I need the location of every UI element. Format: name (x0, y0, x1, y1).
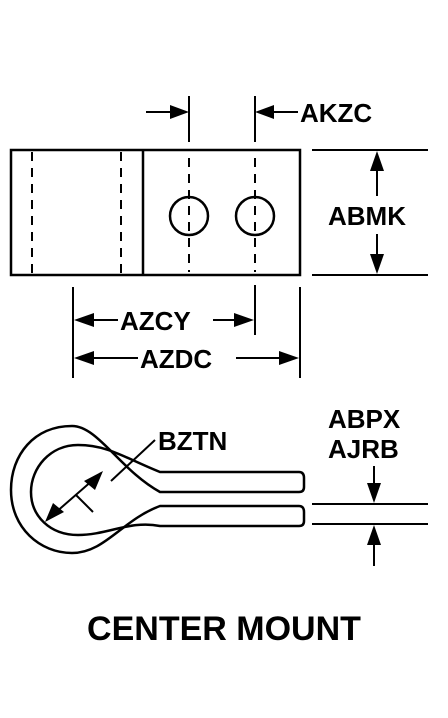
strap-outer-loop (9, 424, 299, 555)
strap-end-lower (298, 504, 306, 528)
ajrb-label: AJRB (328, 434, 399, 464)
bztn-offset-line (75, 494, 94, 513)
thickness-arrowhead-bottom (367, 525, 381, 545)
strap-end-upper (298, 470, 306, 494)
bztn-arrowhead-upper (84, 471, 103, 490)
akzc-arrowhead-right (255, 105, 274, 119)
azdc-arrowhead-left (74, 351, 94, 365)
strap-inner-loop (29, 443, 299, 537)
abpx-label: ABPX (328, 404, 401, 434)
abmk-arrowhead-top (370, 151, 384, 171)
abmk-label: ABMK (328, 201, 406, 231)
azdc-arrowhead-right (279, 351, 299, 365)
clamp-body-outline (9, 148, 302, 277)
thickness-arrowhead-top (367, 483, 381, 503)
drawing-caption: CENTER MOUNT (87, 610, 361, 648)
azcy-label: AZCY (120, 306, 191, 336)
azdc-label: AZDC (140, 344, 212, 374)
top-view: AKZC ABMK AZCY AZDC (9, 96, 428, 378)
bztn-arrowhead-lower (45, 503, 64, 522)
azcy-arrowhead-right (234, 313, 254, 327)
bztn-leader (110, 439, 156, 482)
side-view: BZTN ABPX AJRB (9, 404, 428, 566)
azcy-arrowhead-left (74, 313, 94, 327)
bztn-label: BZTN (158, 426, 227, 456)
akzc-label: AKZC (300, 98, 372, 128)
abmk-arrowhead-bottom (370, 254, 384, 274)
akzc-arrowhead-left (170, 105, 189, 119)
